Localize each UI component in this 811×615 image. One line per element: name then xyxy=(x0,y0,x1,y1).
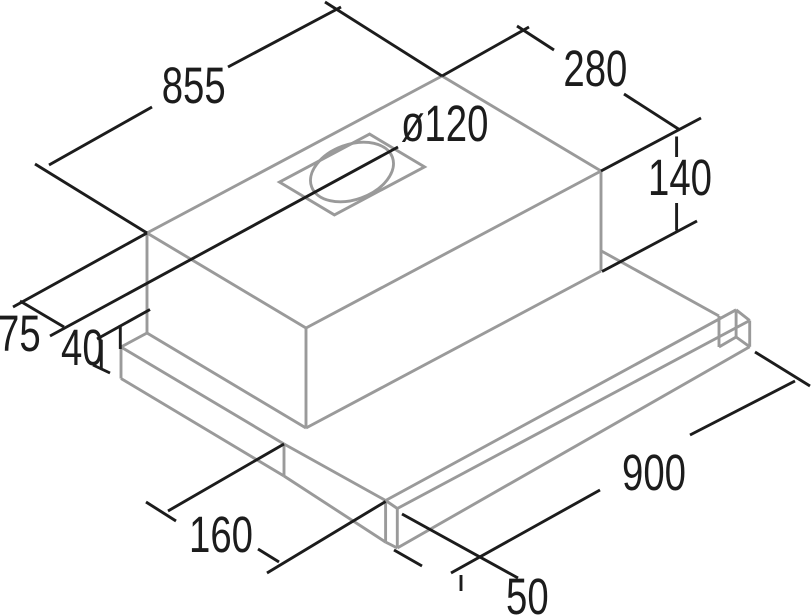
svg-text:ø120: ø120 xyxy=(401,95,488,153)
svg-text:900: 900 xyxy=(622,444,686,502)
svg-text:75: 75 xyxy=(0,305,41,363)
svg-text:140: 140 xyxy=(648,149,712,207)
svg-text:50: 50 xyxy=(506,568,549,615)
svg-text:160: 160 xyxy=(189,506,253,564)
svg-text:280: 280 xyxy=(563,40,627,98)
svg-text:40: 40 xyxy=(61,319,104,377)
svg-text:855: 855 xyxy=(162,57,226,115)
